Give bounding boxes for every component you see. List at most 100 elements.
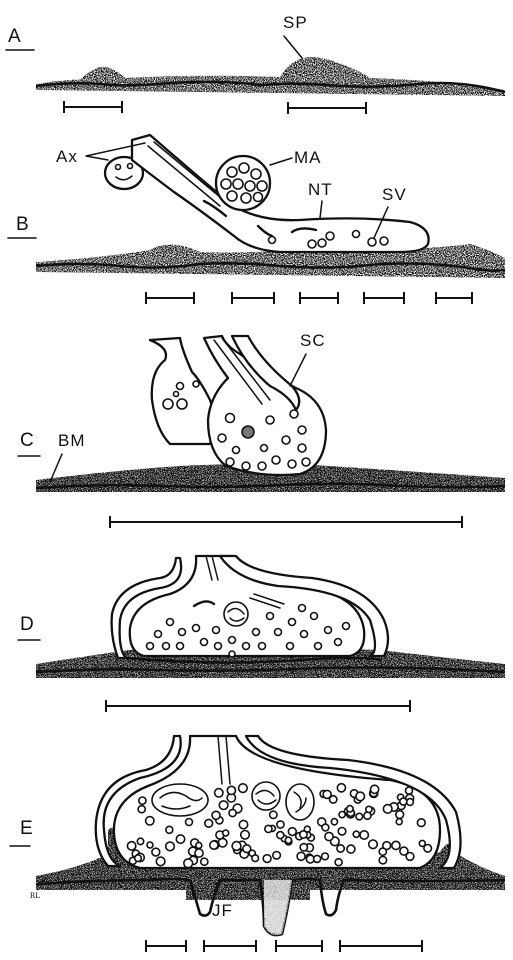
synaptic-vesicle <box>323 790 331 798</box>
synaptic-vesicle <box>243 845 251 853</box>
panel-a-scale-bars <box>64 101 366 114</box>
scale-bar <box>146 292 194 304</box>
synaptic-vesicle <box>147 842 153 848</box>
synaptic-vesicle <box>396 819 402 825</box>
synaptic-vesicle <box>210 841 218 849</box>
panel-e: E JF RL <box>10 736 505 952</box>
scale-bar <box>288 102 366 114</box>
synaptic-vesicle <box>263 855 271 863</box>
synaptic-vesicle <box>186 819 193 826</box>
panel-d: D <box>18 556 505 712</box>
artist-signature: RL <box>30 891 40 900</box>
synaptic-vesicle <box>201 858 208 865</box>
scale-bar <box>436 292 472 304</box>
synaptic-vesicle <box>277 821 284 828</box>
synaptic-vesicle <box>239 820 247 828</box>
synaptic-vesicle <box>273 852 281 860</box>
synaptic-vesicle <box>337 784 345 792</box>
synaptic-vesicle <box>227 786 235 794</box>
synaptic-vesicle <box>383 805 392 814</box>
synaptic-vesicle <box>406 787 413 794</box>
sp-pointer <box>284 36 302 58</box>
label-sp: SP <box>283 13 308 32</box>
synaptic-vesicle <box>270 811 277 818</box>
synaptic-vesicle <box>322 853 329 860</box>
synaptic-vesicle <box>138 806 145 813</box>
label-nt: NT <box>308 180 333 199</box>
synaptic-vesicle <box>137 838 143 844</box>
synaptic-vesicle <box>338 828 346 836</box>
scale-bar <box>110 516 462 528</box>
synaptic-vesicle <box>347 845 355 853</box>
synaptic-vesicle <box>219 801 228 810</box>
synaptic-vesicle <box>277 832 284 839</box>
synaptic-vesicle <box>406 853 414 861</box>
synaptic-vesicle <box>212 811 220 819</box>
ma-pointer <box>270 158 292 165</box>
panel-a: A SP <box>6 13 505 114</box>
scale-bar <box>300 292 338 304</box>
scale-bar <box>204 940 256 952</box>
synaptic-vesicle <box>127 842 135 850</box>
panel-letter-b: B <box>16 214 29 235</box>
ma-cell <box>216 156 270 210</box>
synaptic-vesicle <box>215 789 223 797</box>
synaptic-vesicle <box>176 835 184 843</box>
synaptic-vesicle <box>364 812 371 819</box>
panel-letter-d: D <box>20 614 34 635</box>
scale-bar <box>340 940 422 952</box>
label-ax: Ax <box>56 147 78 166</box>
synaptic-vesicle <box>379 857 386 864</box>
synaptic-vesicle <box>335 859 342 866</box>
synaptic-vesicle <box>166 826 173 833</box>
scale-bar <box>276 940 322 952</box>
synaptic-vesicle <box>196 842 202 848</box>
panel-letter-c: C <box>20 430 34 451</box>
synaptic-vesicle <box>369 840 378 849</box>
scale-bar <box>146 940 186 952</box>
synaptic-vesicle <box>392 841 400 849</box>
synaptic-vesicle <box>356 813 363 820</box>
panel-letter-a: A <box>8 26 21 47</box>
synaptic-vesicle <box>166 842 175 851</box>
synaptic-vesicle <box>424 845 432 853</box>
synaptic-vesicle <box>139 797 146 804</box>
synaptic-vesicle <box>417 819 425 827</box>
scale-bar <box>64 101 122 113</box>
synaptic-vesicle <box>396 811 404 819</box>
synaptic-vesicle <box>300 844 307 851</box>
synaptic-vesicle <box>379 848 386 855</box>
sc-pointer <box>290 354 306 386</box>
synaptic-vesicle <box>347 806 353 812</box>
panel-c: C <box>18 331 505 528</box>
synaptic-vesicle <box>366 806 372 812</box>
nt-pointer <box>320 201 322 218</box>
synaptic-vesicle <box>371 785 379 793</box>
mitochondrion <box>224 602 248 626</box>
synaptic-vesicle <box>265 825 272 832</box>
synaptic-vesicle <box>223 830 229 836</box>
synaptic-vesicle <box>339 812 345 818</box>
synaptic-vesicle <box>146 817 154 825</box>
synaptic-vesicle <box>285 837 291 843</box>
label-sv: SV <box>382 185 407 204</box>
synaptic-vesicle <box>314 855 321 862</box>
synaptic-vesicle <box>184 859 193 868</box>
terminal-bouton <box>204 336 326 475</box>
synaptic-vesicle <box>300 831 307 838</box>
synaptic-vesicle <box>407 799 414 806</box>
synaptic-vesicle <box>322 824 329 831</box>
synaptic-vesicle <box>297 852 305 860</box>
scale-bar <box>106 700 410 712</box>
synaptic-vesicle <box>232 842 241 851</box>
panel-e-scale-bars <box>146 940 422 952</box>
synaptic-vesicle <box>356 792 365 801</box>
synaptic-vesicle <box>239 784 248 793</box>
synaptic-vesicle <box>400 798 407 805</box>
synaptic-vesicle <box>229 809 236 816</box>
panel-b-scale-bars <box>146 292 472 304</box>
synaptic-vesicle <box>205 819 213 827</box>
scale-bar <box>364 292 404 304</box>
scale-bar <box>232 292 274 304</box>
